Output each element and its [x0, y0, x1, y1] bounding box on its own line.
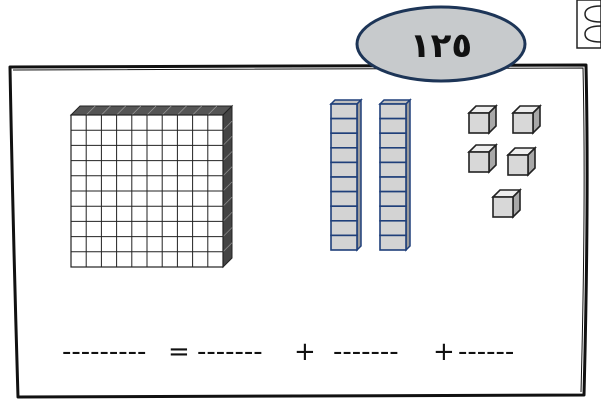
hundreds-block — [69, 104, 234, 269]
plus-sign-2: + — [433, 337, 455, 367]
blank-total[interactable]: --------- — [62, 337, 146, 367]
tens-rod — [378, 98, 412, 252]
equals-sign: = — [168, 337, 190, 367]
blank-tens[interactable]: ------- — [333, 337, 399, 367]
ones-cube — [511, 104, 542, 135]
ones-cube — [467, 104, 498, 135]
ones-cube — [491, 188, 522, 219]
corner-decoration — [576, 0, 601, 49]
number-badge: ١٢٥ — [355, 5, 527, 83]
blank-ones[interactable]: ------ — [458, 337, 514, 367]
ones-cubes — [467, 104, 542, 219]
ones-cube — [506, 146, 537, 177]
hundreds-flat — [69, 104, 234, 269]
number-badge-label: ١٢٥ — [410, 26, 472, 66]
blank-hundreds[interactable]: ------- — [197, 337, 263, 367]
tens-rod — [329, 98, 363, 252]
worksheet-frame — [8, 63, 589, 399]
plus-sign-1: + — [294, 337, 316, 367]
tens-rods — [329, 98, 412, 252]
ones-cube — [467, 143, 498, 174]
worksheet-frame-inner-stroke — [12, 67, 585, 393]
equation-line: --------- = ------- + ------- + ------ — [62, 337, 514, 367]
